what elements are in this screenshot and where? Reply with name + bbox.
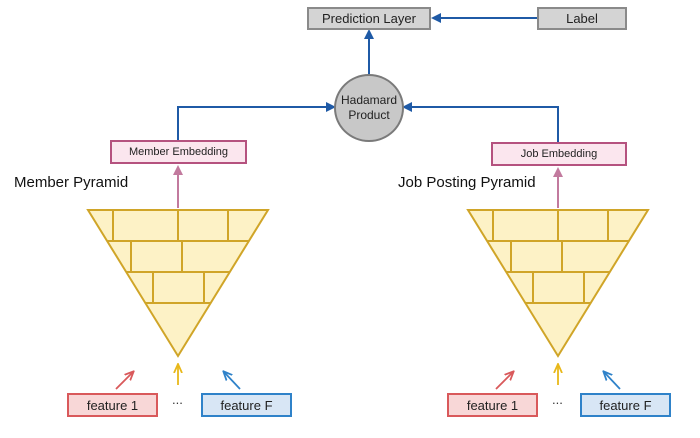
- hadamard-product-node: Hadamard Product: [334, 74, 404, 142]
- hadamard-line1: Hadamard: [340, 93, 398, 107]
- member-feature-1-box: feature 1: [67, 393, 158, 417]
- prediction-layer-text: Prediction Layer: [322, 11, 416, 26]
- job-feature-1-box: feature 1: [447, 393, 538, 417]
- arrow-job-feature-f: [604, 372, 621, 390]
- member-feature-ellipsis: ...: [172, 392, 183, 407]
- job-embedding-text: Job Embedding: [520, 148, 598, 160]
- arrow-member-feature-f: [224, 372, 241, 390]
- job-feature-ellipsis: ...: [552, 392, 563, 407]
- member-feature-f-text: feature F: [220, 397, 273, 413]
- arrow-job-embedding-to-hadamard: [402, 102, 559, 142]
- member-feature-f-box: feature F: [201, 393, 292, 417]
- job-pyramid-title: Job Posting Pyramid: [398, 174, 536, 191]
- member-pyramid-title: Member Pyramid: [14, 174, 129, 191]
- hadamard-line2: Product: [348, 108, 390, 122]
- job-feature-f-text: feature F: [599, 397, 652, 413]
- job-feature-f-box: feature F: [580, 393, 671, 417]
- arrow-member-feature-1: [115, 372, 133, 390]
- job-pyramid: [466, 209, 650, 358]
- member-pyramid: [86, 209, 270, 358]
- job-embedding-box: Job Embedding: [491, 142, 627, 166]
- label-box: Label: [537, 7, 627, 30]
- arrow-member-embedding-to-hadamard: [177, 102, 336, 140]
- prediction-layer-box: Prediction Layer: [307, 7, 431, 30]
- job-feature-1-text: feature 1: [466, 397, 519, 413]
- label-text: Label: [566, 11, 598, 26]
- member-feature-1-text: feature 1: [86, 397, 139, 413]
- arrow-job-feature-1: [495, 372, 513, 390]
- member-embedding-text: Member Embedding: [128, 146, 229, 158]
- member-embedding-box: Member Embedding: [110, 140, 247, 164]
